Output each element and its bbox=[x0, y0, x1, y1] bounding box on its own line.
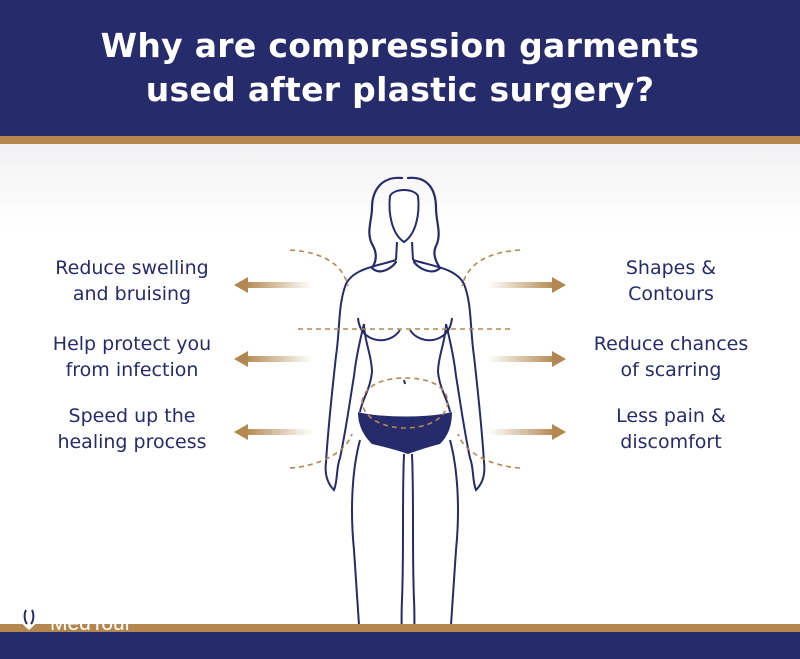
head-outline bbox=[388, 189, 420, 244]
benefit-line: Reduce chances bbox=[593, 333, 749, 355]
chest-outline bbox=[357, 317, 453, 342]
arrow-left-1 bbox=[234, 277, 312, 293]
benefit-line: discomfort bbox=[620, 431, 722, 453]
benefit-less-pain: Less pain & discomfort bbox=[566, 403, 776, 455]
benefit-line: Speed up the bbox=[68, 405, 196, 427]
logo-line-1: Aria bbox=[50, 592, 88, 615]
right-leg-outline bbox=[411, 439, 459, 651]
arrow-left-2 bbox=[234, 351, 312, 367]
title-line-1: Why are compression garments bbox=[100, 26, 700, 65]
benefit-line: Contours bbox=[628, 283, 714, 305]
underwear bbox=[358, 412, 452, 454]
right-arm-outline bbox=[412, 259, 486, 492]
arrow-right-3 bbox=[488, 424, 566, 440]
benefit-line: Reduce swelling bbox=[55, 257, 209, 279]
benefit-shapes-contours: Shapes & Contours bbox=[566, 255, 776, 307]
benefit-line: Help protect you bbox=[52, 333, 212, 355]
header-banner: Why are compression garments used after … bbox=[0, 0, 800, 136]
guide-upper-left bbox=[289, 249, 349, 287]
left-leg-outline bbox=[351, 439, 405, 651]
neck-outline bbox=[395, 241, 414, 261]
benefit-speed-healing: Speed up the healing process bbox=[27, 403, 237, 455]
benefit-line: of scarring bbox=[620, 359, 722, 381]
navel bbox=[403, 379, 406, 385]
torso-outline bbox=[359, 323, 451, 413]
arrow-right-1 bbox=[488, 277, 566, 293]
arrows-right bbox=[488, 277, 566, 440]
benefit-reduce-scarring: Reduce chances of scarring bbox=[566, 331, 776, 383]
benefit-protect-infection: Help protect you from infection bbox=[27, 331, 237, 383]
dashed-guides bbox=[289, 249, 521, 469]
title-line-2: used after plastic surgery? bbox=[145, 70, 655, 109]
guide-upper-right bbox=[461, 249, 521, 287]
arrow-left-3 bbox=[234, 424, 312, 440]
benefit-line: from infection bbox=[65, 359, 199, 381]
left-arm-outline bbox=[324, 259, 397, 492]
benefit-line: Shapes & bbox=[625, 257, 717, 279]
footer-bar bbox=[0, 632, 800, 659]
gold-divider-bottom bbox=[0, 624, 800, 632]
benefit-reduce-swelling: Reduce swelling and bruising bbox=[27, 255, 237, 307]
page-title: Why are compression garments used after … bbox=[101, 24, 700, 112]
arrow-right-2 bbox=[488, 351, 566, 367]
logo-wordmark: Aria MedTour bbox=[50, 592, 132, 635]
heart-plus-icon bbox=[14, 594, 44, 630]
arrows-left bbox=[234, 277, 312, 440]
gold-divider-top bbox=[0, 136, 800, 144]
benefit-line: and bruising bbox=[72, 283, 192, 305]
hair-outline bbox=[368, 176, 442, 273]
logo-line-2: MedTour bbox=[50, 612, 132, 635]
benefit-line: healing process bbox=[57, 431, 207, 453]
guide-waist-ellipse bbox=[361, 377, 449, 429]
aria-medtour-logo: Aria MedTour bbox=[12, 592, 132, 635]
benefit-line: Less pain & bbox=[616, 405, 726, 427]
